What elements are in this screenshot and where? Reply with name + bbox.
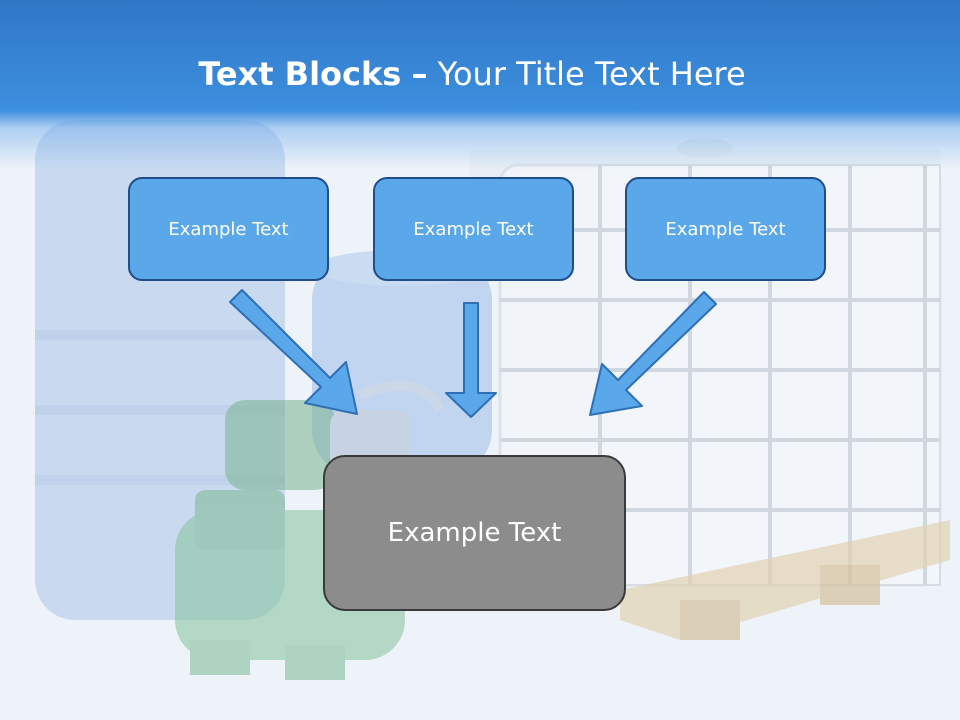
text-block-3: Example Text [625,177,826,281]
text-block-1: Example Text [128,177,329,281]
text-block-1-label: Example Text [168,218,289,240]
title-regular: Your Title Text Here [437,55,746,93]
center-text-block: Example Text [323,455,626,611]
title-bold: Text Blocks [198,55,402,93]
text-block-2-label: Example Text [413,218,534,240]
text-block-3-label: Example Text [665,218,786,240]
slide-title: Text Blocks – Your Title Text Here [0,52,944,96]
wooden-pallet-icon [620,520,950,640]
title-bar [0,0,960,170]
center-text-block-label: Example Text [387,518,562,548]
text-block-2: Example Text [373,177,574,281]
title-dash: – [411,55,428,93]
